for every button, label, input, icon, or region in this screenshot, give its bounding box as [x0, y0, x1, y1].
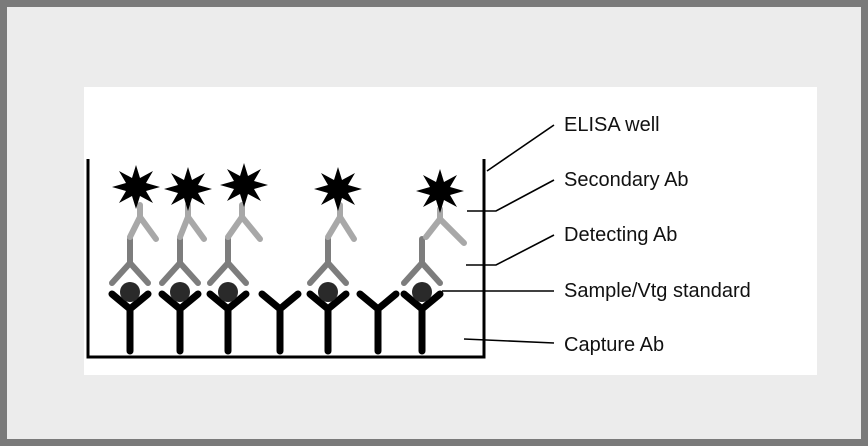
signal-star-4 [314, 167, 362, 211]
label-detecting-ab: Detecting Ab [564, 224, 677, 246]
diagram-panel: ELISA well Secondary Ab Detecting Ab Sam… [84, 87, 817, 375]
leader-elisa-well [486, 124, 555, 172]
capture-ab-1 [108, 290, 152, 355]
secondary-ab-3 [225, 202, 263, 242]
leader-detecting-ab [466, 234, 555, 266]
antigen-1 [120, 282, 140, 302]
leader-capture-ab [463, 338, 555, 344]
detecting-ab-2 [159, 236, 201, 286]
label-sample: Sample/Vtg standard [564, 280, 751, 302]
capture-ab-2 [158, 290, 202, 355]
sample-antigens [120, 282, 432, 302]
secondary-ab-2 [177, 202, 207, 242]
label-elisa-well: ELISA well [564, 114, 660, 136]
secondary-ab-5 [423, 206, 467, 246]
detecting-antibodies [109, 236, 443, 286]
detecting-ab-1 [109, 236, 151, 286]
signal-star-1 [112, 165, 160, 209]
capture-ab-4 [258, 290, 302, 355]
label-secondary-ab: Secondary Ab [564, 169, 689, 191]
leader-lines [442, 124, 555, 344]
secondary-antibodies [127, 202, 467, 246]
detecting-ab-5 [401, 236, 443, 286]
signal-stars [112, 163, 464, 213]
capture-antibodies [108, 290, 444, 355]
leader-secondary-ab [467, 179, 555, 212]
secondary-ab-4 [325, 202, 357, 242]
detecting-ab-3 [207, 236, 249, 286]
capture-ab-6 [356, 290, 400, 355]
signal-star-2 [164, 167, 212, 211]
antigen-2 [170, 282, 190, 302]
signal-star-5 [416, 169, 464, 213]
capture-ab-7 [400, 290, 444, 355]
label-capture-ab: Capture Ab [564, 334, 664, 356]
signal-star-3 [220, 163, 268, 207]
elisa-diagram: ELISA well Secondary Ab Detecting Ab Sam… [86, 114, 751, 359]
capture-ab-3 [206, 290, 250, 355]
antigen-3 [218, 282, 238, 302]
secondary-ab-1 [127, 202, 159, 242]
elisa-well [86, 159, 486, 359]
capture-ab-5 [306, 290, 350, 355]
detecting-ab-4 [307, 236, 349, 286]
antigen-5 [412, 282, 432, 302]
antigen-4 [318, 282, 338, 302]
